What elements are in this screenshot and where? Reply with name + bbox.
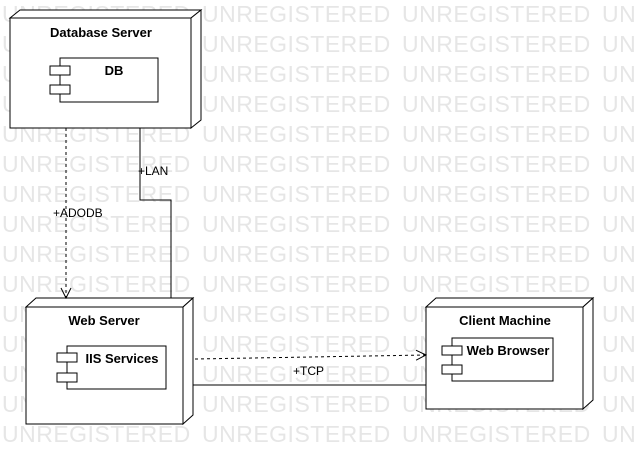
watermark-text: UNREGISTERED	[402, 211, 591, 237]
tcp-label: +TCP	[293, 364, 324, 378]
lan-label: +LAN	[138, 164, 168, 178]
watermark-text: UNREGISTERED	[602, 91, 634, 117]
db-component[interactable]: DB	[49, 57, 159, 103]
watermark-text: UNREGISTERED	[202, 211, 391, 237]
watermark-text: UNREGISTERED	[202, 121, 391, 147]
web-server-node[interactable]: Web Server IIS Services	[24, 296, 195, 426]
web-server-title: Web Server	[68, 313, 139, 328]
component-port-icon	[49, 65, 71, 76]
watermark-text: UNREGISTERED	[402, 31, 591, 57]
watermark-text: UNREGISTERED	[602, 361, 634, 387]
component-port-icon	[441, 345, 463, 356]
lan-connection[interactable]: +LAN	[138, 128, 172, 298]
component-port-icon	[56, 372, 78, 383]
watermark-text: UNREGISTERED	[2, 421, 191, 447]
db-component-label: DB	[105, 63, 124, 78]
watermark-text: UNREGISTERED	[2, 181, 191, 207]
iis-services-label: IIS Services	[86, 351, 159, 366]
watermark-text: UNREGISTERED	[602, 391, 634, 417]
watermark-text: UNREGISTERED	[602, 331, 634, 357]
watermark-text: UNREGISTERED	[202, 331, 391, 357]
web-browser-component[interactable]: Web Browser	[441, 337, 554, 382]
watermark-text: UNREGISTERED	[602, 301, 634, 327]
watermark-text: UNREGISTERED	[402, 1, 591, 27]
watermark-text: UNREGISTERED	[602, 1, 634, 27]
watermark-text: UNREGISTERED	[202, 421, 391, 447]
watermark-text: UNREGISTERED	[402, 421, 591, 447]
watermark-text: UNREGISTERED	[202, 271, 391, 297]
watermark-text: UNREGISTERED	[202, 241, 391, 267]
watermark-text: UNREGISTERED	[602, 31, 634, 57]
iis-services-component[interactable]: IIS Services	[56, 345, 167, 390]
watermark-text: UNREGISTERED	[602, 241, 634, 267]
watermark-text: UNREGISTERED	[602, 181, 634, 207]
watermark-text: UNREGISTERED	[202, 91, 391, 117]
watermark-text: UNREGISTERED	[402, 151, 591, 177]
watermark-text: UNREGISTERED	[2, 211, 191, 237]
watermark-text: UNREGISTERED	[402, 271, 591, 297]
component-port-icon	[441, 364, 463, 375]
watermark-text: UNREGISTERED	[202, 61, 391, 87]
component-port-icon	[56, 352, 78, 363]
watermark-text: UNREGISTERED	[2, 241, 191, 267]
watermark-text: UNREGISTERED	[602, 211, 634, 237]
database-server-title: Database Server	[50, 25, 152, 40]
watermark-text: UNREGISTERED	[402, 91, 591, 117]
watermark-text: UNREGISTERED	[202, 151, 391, 177]
web-browser-label: Web Browser	[467, 343, 550, 358]
watermark-text: UNREGISTERED	[202, 31, 391, 57]
watermark-text: UNREGISTERED	[402, 181, 591, 207]
client-machine-title: Client Machine	[459, 313, 551, 328]
client-machine-node[interactable]: Client Machine Web Browser	[424, 296, 595, 411]
adodb-dependency[interactable]: +ADODB	[53, 128, 103, 298]
watermark-text: UNREGISTERED	[602, 421, 634, 447]
web-dependency-arrow[interactable]	[194, 355, 426, 359]
watermark-text: UNREGISTERED	[602, 151, 634, 177]
watermark-text: UNREGISTERED	[402, 121, 591, 147]
watermark-text: UNREGISTERED	[202, 361, 391, 387]
watermark-text: UNREGISTERED	[2, 271, 191, 297]
watermark-text: UNREGISTERED	[602, 61, 634, 87]
database-server-node[interactable]: Database Server DB	[8, 8, 203, 130]
watermark-text: UNREGISTERED	[202, 181, 391, 207]
tcp-connection[interactable]: +TCP	[193, 364, 426, 386]
watermark-text: UNREGISTERED	[602, 121, 634, 147]
component-port-icon	[49, 84, 71, 95]
watermark-text: UNREGISTERED	[602, 271, 634, 297]
adodb-label: +ADODB	[53, 206, 103, 220]
watermark-text: UNREGISTERED	[2, 151, 191, 177]
watermark-text: UNREGISTERED	[402, 241, 591, 267]
watermark-text: UNREGISTERED	[202, 1, 391, 27]
watermark-text: UNREGISTERED	[402, 61, 591, 87]
watermark-text: UNREGISTERED	[202, 391, 391, 417]
watermark-text: UNREGISTERED	[202, 301, 391, 327]
